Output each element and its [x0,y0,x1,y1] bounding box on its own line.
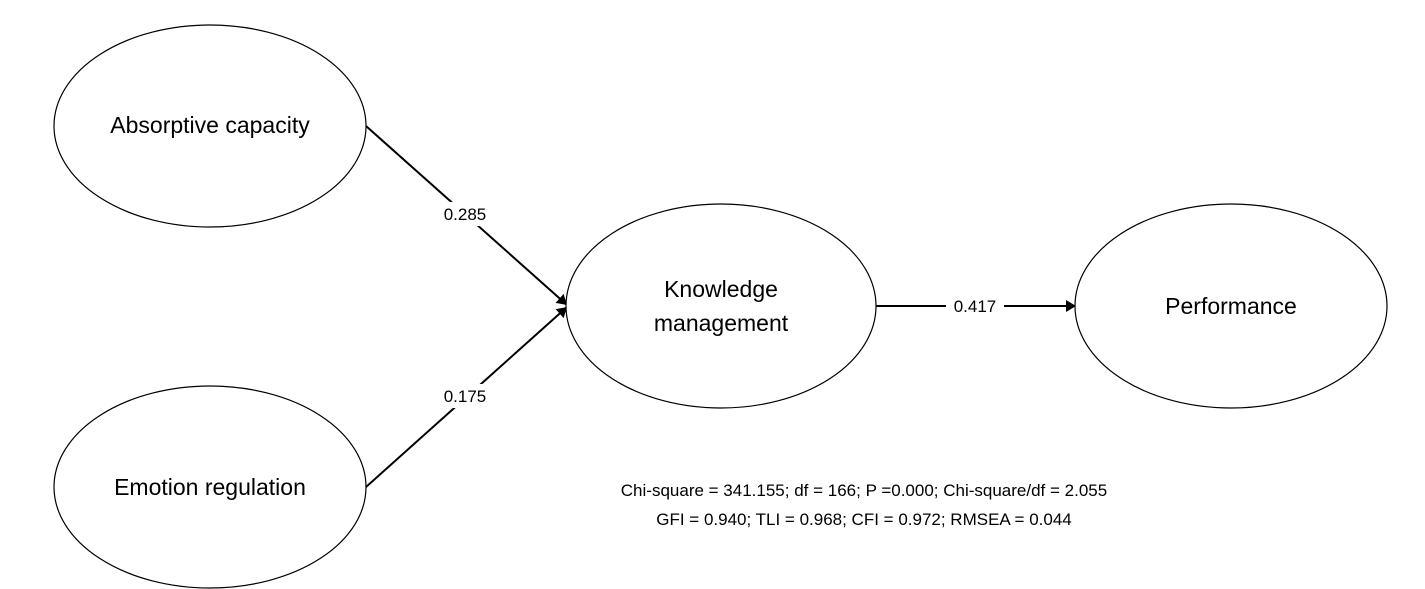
edge-label-bg [434,384,496,408]
edge-coefficient-absorptive: 0.285 [444,205,487,224]
node-shape-absorptive-capacity [53,24,367,228]
edge-label-bg [946,295,1004,317]
node-shape-performance [1074,203,1388,409]
node-emotion-regulation: Emotion regulation [53,385,367,589]
node-label-knowledge-line1: Knowledge [664,276,778,302]
model-fit-indices: Chi-square = 341.155; df = 166; P =0.000… [621,481,1107,529]
fit-indices-line1: Chi-square = 341.155; df = 166; P =0.000… [621,481,1107,500]
edge-knowledge-to-performance: 0.417 [875,295,1076,317]
edge-emotion-to-knowledge: 0.175 [365,306,568,488]
edge-label-bg [434,202,496,226]
node-knowledge-management: Knowledge management [565,203,877,409]
node-label-performance: Performance [1165,293,1297,319]
node-absorptive-capacity: Absorptive capacity [53,24,367,228]
node-shape-knowledge-management [565,203,877,409]
fit-indices-line2: GFI = 0.940; TLI = 0.968; CFI = 0.972; R… [656,510,1072,529]
edge-absorptive-to-knowledge: 0.285 [365,125,568,306]
node-label-absorptive-capacity: Absorptive capacity [110,112,310,138]
edge-coefficient-performance: 0.417 [954,297,997,316]
node-performance: Performance [1074,203,1388,409]
node-label-knowledge-line2: management [654,310,789,336]
edge-coefficient-emotion: 0.175 [444,387,487,406]
node-shape-emotion-regulation [53,385,367,589]
node-label-emotion-regulation: Emotion regulation [114,474,306,500]
